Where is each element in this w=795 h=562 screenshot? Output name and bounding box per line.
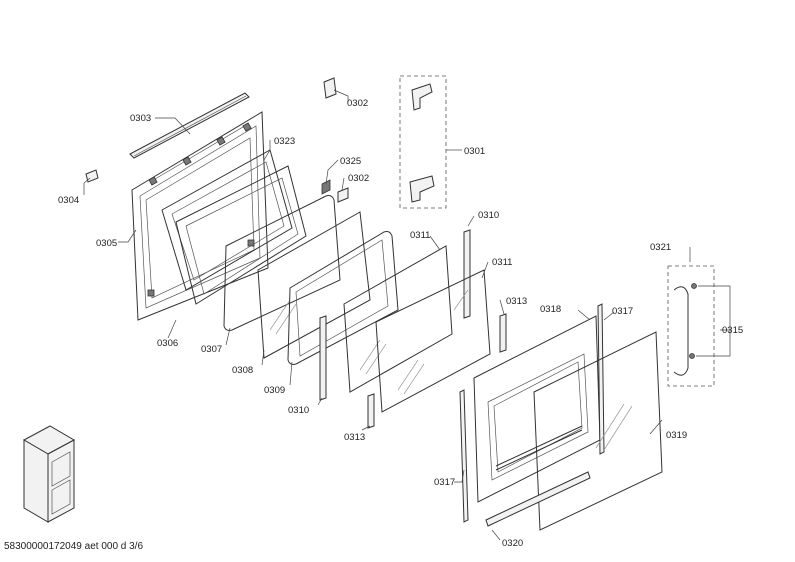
label-0313-top: 0313 bbox=[506, 296, 527, 307]
label-0303: 0303 bbox=[130, 113, 151, 124]
label-0311-a: 0311 bbox=[410, 230, 430, 241]
part-0301-hinge-group bbox=[399, 75, 447, 209]
part-0307-seal bbox=[223, 195, 341, 331]
part-0302-bracket-mid bbox=[337, 187, 349, 203]
label-0321: 0321 bbox=[650, 242, 671, 253]
label-0317-top: 0317 bbox=[612, 306, 633, 317]
part-0321-handle-group bbox=[667, 265, 715, 387]
label-0315: 0315 bbox=[722, 325, 743, 336]
part-0311-glass-a bbox=[343, 245, 453, 393]
part-0319-front-glass bbox=[533, 331, 663, 531]
part-0320-bottom-strip bbox=[485, 471, 591, 527]
label-0302-top: 0302 bbox=[347, 98, 368, 109]
part-0313-strip-top bbox=[499, 313, 507, 353]
part-0308-glass-pane bbox=[257, 211, 371, 359]
label-0301: 0301 bbox=[464, 146, 485, 157]
label-0306: 0306 bbox=[157, 338, 178, 349]
label-0318: 0318 bbox=[540, 304, 561, 315]
label-0325: 0325 bbox=[340, 156, 361, 167]
document-reference: 58300000172049 aet 000 d 3/6 bbox=[4, 541, 144, 552]
part-0310-strip-right bbox=[463, 229, 471, 319]
label-0305: 0305 bbox=[96, 238, 117, 249]
label-0320: 0320 bbox=[502, 538, 523, 549]
label-0308: 0308 bbox=[232, 365, 253, 376]
part-0323-inner-frame bbox=[161, 149, 293, 291]
part-0311-glass-b bbox=[375, 269, 491, 413]
label-0302-mid: 0302 bbox=[348, 173, 369, 184]
label-0309: 0309 bbox=[264, 385, 285, 396]
part-0317-profile-left bbox=[459, 389, 469, 523]
label-0310-bottom: 0310 bbox=[288, 405, 309, 416]
label-0311-b: 0311 bbox=[492, 257, 512, 268]
part-labels: 0303 0304 0305 0306 0307 0308 0309 0310 … bbox=[58, 98, 743, 549]
part-0313-strip-bottom bbox=[367, 393, 375, 429]
part-0317-profile-right bbox=[597, 303, 605, 455]
label-0310-top: 0310 bbox=[478, 210, 499, 221]
label-0313-bottom: 0313 bbox=[344, 432, 365, 443]
part-0303-trim-strip bbox=[129, 92, 250, 159]
leader-lines bbox=[83, 89, 731, 541]
oven-thumbnail-icon bbox=[22, 425, 76, 523]
part-0318-outer-panel bbox=[473, 315, 601, 503]
label-0317-bottom: 0317 bbox=[434, 477, 455, 488]
label-0323: 0323 bbox=[274, 136, 295, 147]
label-0307: 0307 bbox=[201, 344, 222, 355]
part-0309-glass-frame bbox=[287, 231, 399, 365]
label-0304: 0304 bbox=[58, 195, 79, 206]
part-0302-bracket-top bbox=[323, 77, 337, 99]
part-0325-clip bbox=[321, 179, 331, 195]
label-0319: 0319 bbox=[666, 430, 687, 441]
part-0306-frame bbox=[175, 165, 307, 305]
part-0310-strip-left bbox=[319, 315, 327, 401]
